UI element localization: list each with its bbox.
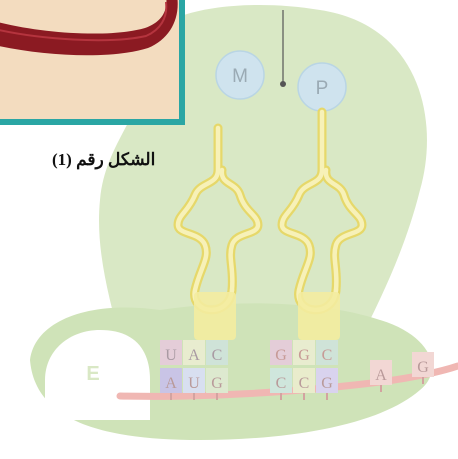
figure-caption: الشكل رقم (1) (52, 150, 155, 170)
mrna-base-label: U (188, 375, 200, 392)
anticodon-left-base-label: A (188, 347, 200, 364)
anticodon-left-base-label: U (165, 347, 177, 364)
anticodon-right-base-label: G (275, 347, 287, 364)
mrna-base-label: G (321, 375, 333, 392)
mrna-base-label: G (417, 359, 429, 376)
trna-right-stem (298, 292, 340, 340)
mrna-base-label: G (211, 375, 223, 392)
e-site-label: E (86, 363, 99, 385)
mrna-base-label: C (299, 375, 310, 392)
amino-acid-p-label: P (316, 78, 329, 99)
mrna-base-label: A (375, 367, 387, 384)
anticodon-right-base-label: C (322, 347, 333, 364)
amino-acid-m-label: M (232, 66, 248, 87)
peptide-bond-dot (280, 81, 286, 87)
inset-background (0, 0, 182, 122)
anticodon-right-base-label: G (298, 347, 310, 364)
mrna-base-label: A (165, 375, 177, 392)
inset-panel (0, 0, 200, 130)
mrna-base-label: C (276, 375, 287, 392)
anticodon-left-base-label: C (212, 347, 223, 364)
trna-left-stem (194, 292, 236, 340)
